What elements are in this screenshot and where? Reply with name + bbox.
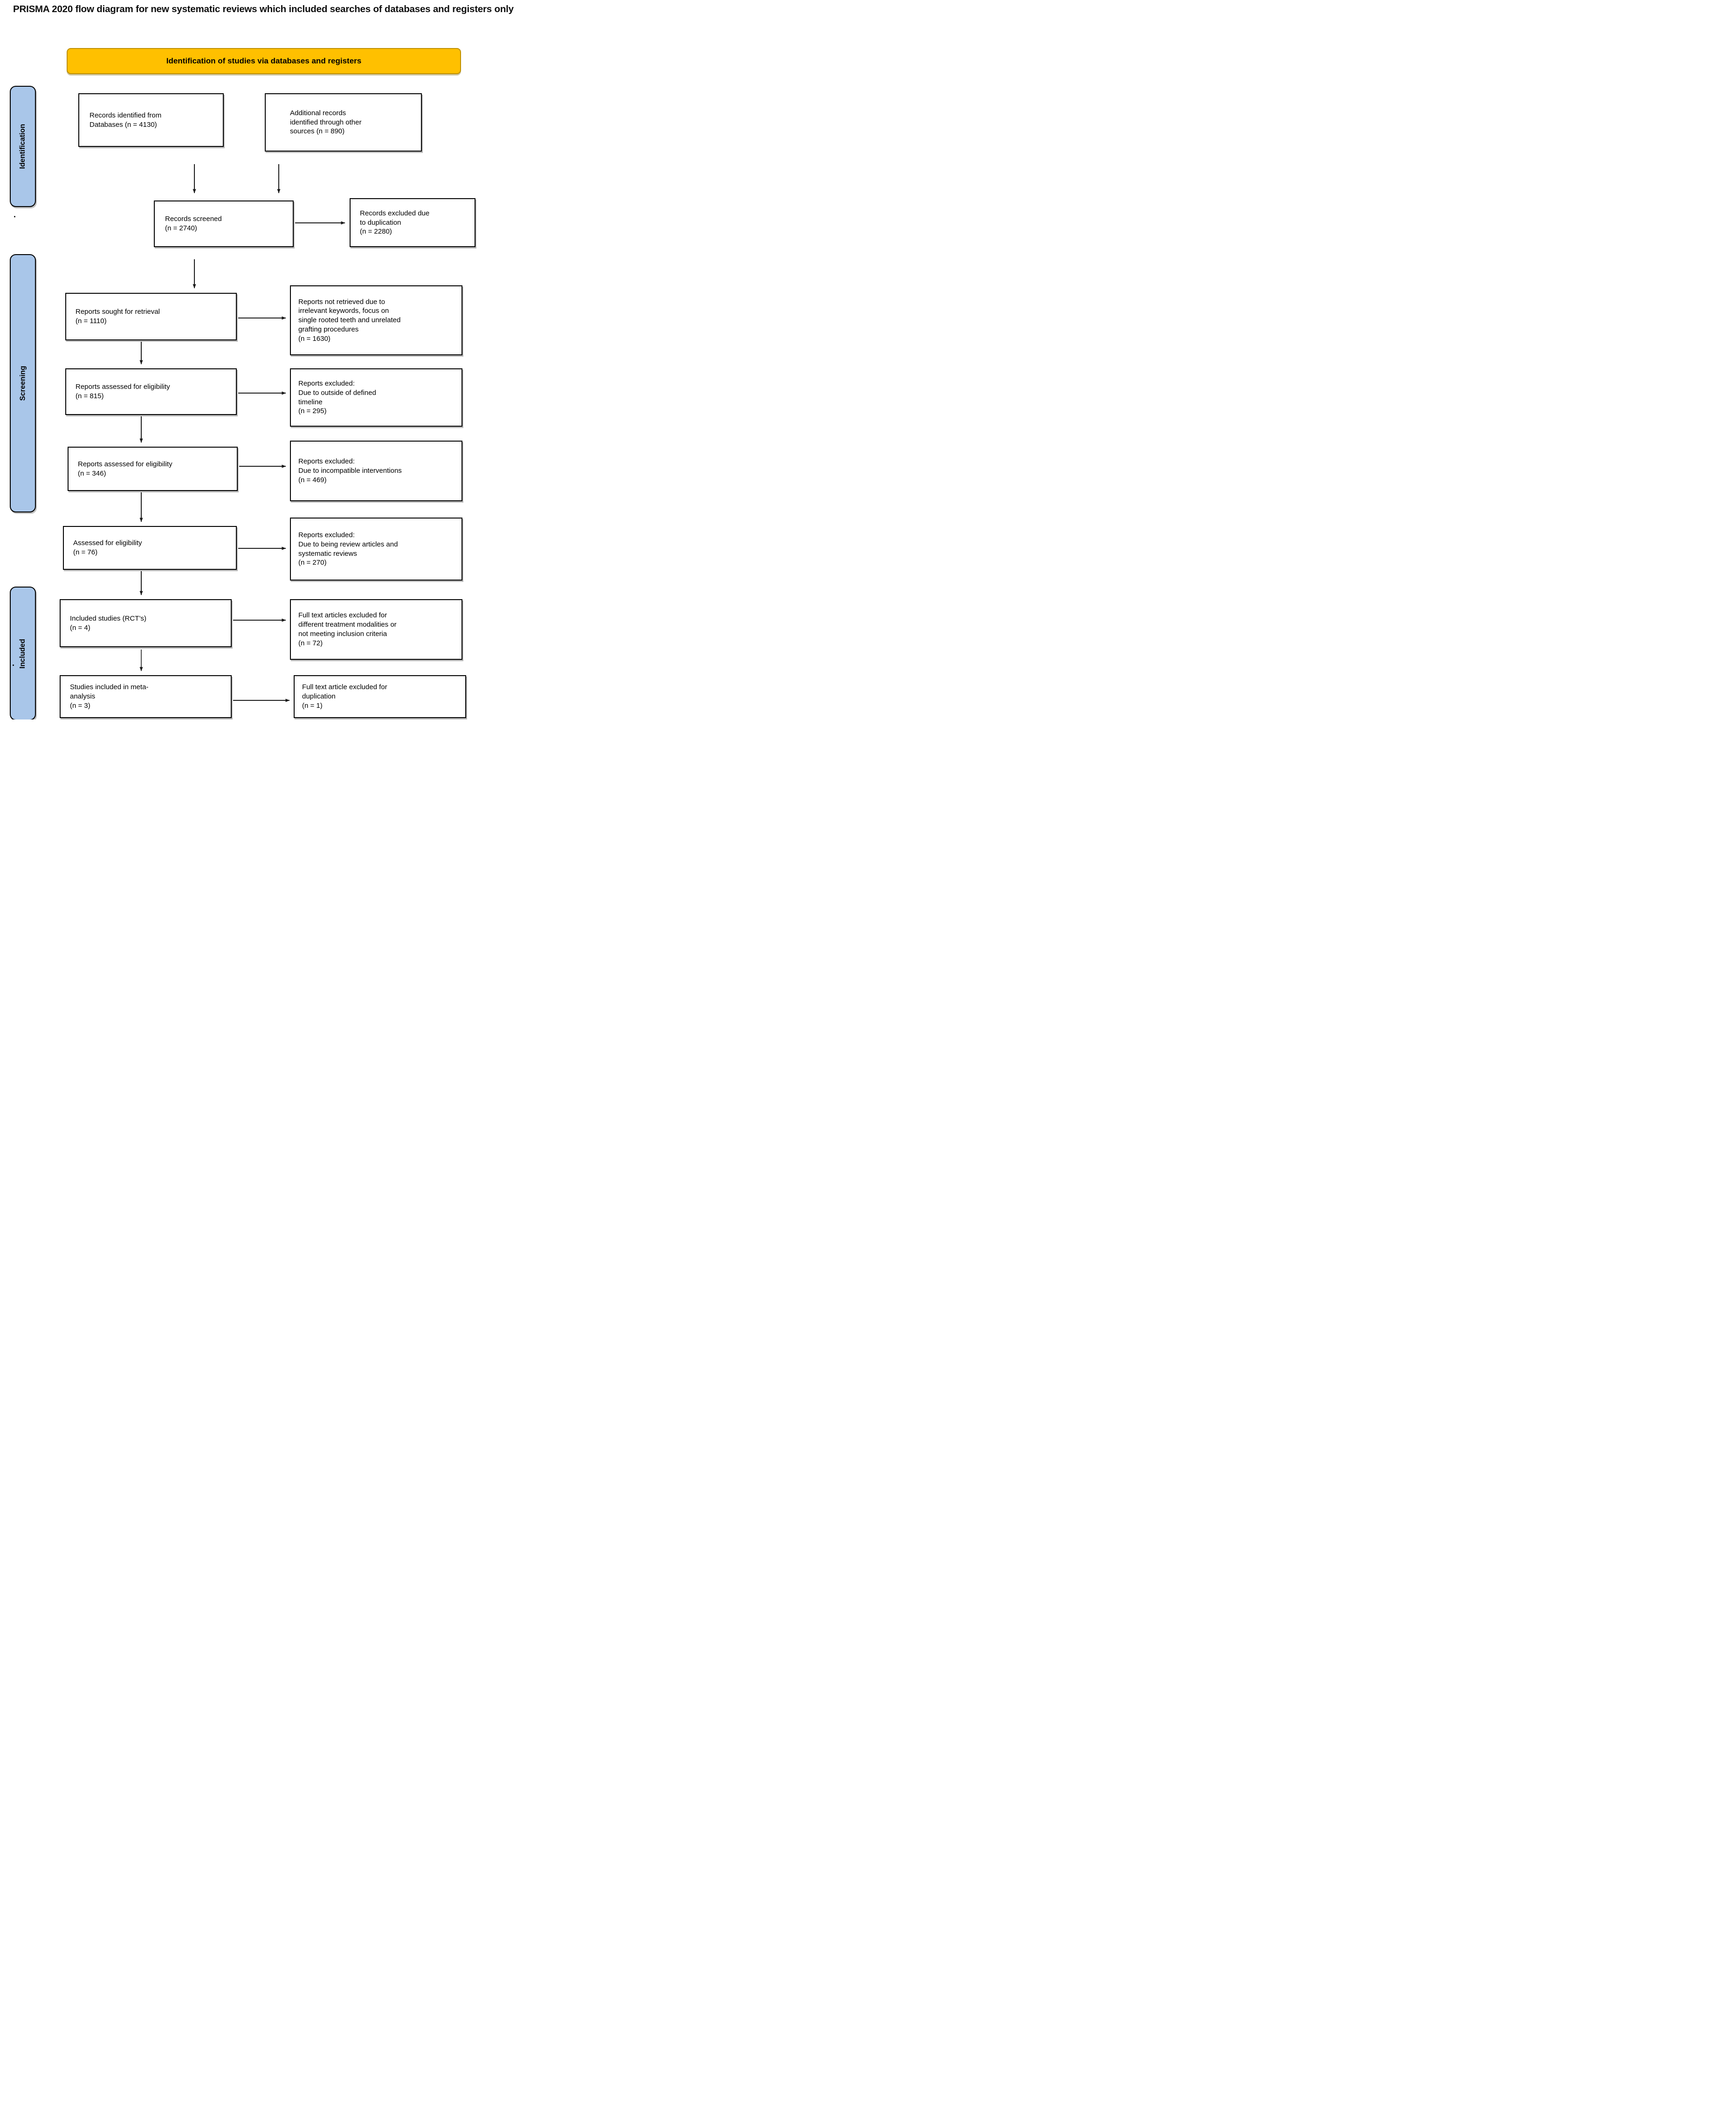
- box-assessed-eligibility-76: Assessed for eligibility (n = 76): [63, 526, 237, 570]
- box-included-studies-rct-text: Included studies (RCT’s) (n = 4): [70, 614, 146, 632]
- stage-label-screening: Screening: [10, 254, 36, 512]
- box-reports-assessed-815: Reports assessed for eligibility (n = 81…: [65, 368, 237, 415]
- box-reports-excluded-reviews-text: Reports excluded: Due to being review ar…: [298, 531, 398, 567]
- box-reports-assessed-346: Reports assessed for eligibility (n = 34…: [68, 447, 238, 491]
- banner-identification-of-studies: Identification of studies via databases …: [67, 48, 461, 74]
- box-additional-records-other-sources-text: Additional records identified through ot…: [290, 109, 362, 136]
- box-reports-not-retrieved: Reports not retrieved due to irrelevant …: [290, 285, 462, 355]
- box-fulltext-excluded-modalities: Full text articles excluded for differen…: [290, 599, 462, 660]
- box-included-studies-rct: Included studies (RCT’s) (n = 4): [60, 599, 232, 647]
- box-reports-excluded-interventions-text: Reports excluded: Due to incompatible in…: [298, 457, 402, 484]
- stage-label-included: Included: [10, 587, 36, 719]
- box-reports-sought-retrieval-text: Reports sought for retrieval (n = 1110): [76, 308, 160, 325]
- stage-label-included-text: Included: [19, 638, 27, 669]
- box-records-identified-databases-text: Records identified from Databases (n = 4…: [90, 111, 162, 129]
- stage-label-identification: Identification: [10, 86, 36, 207]
- box-records-identified-databases: Records identified from Databases (n = 4…: [78, 93, 224, 147]
- box-assessed-eligibility-76-text: Assessed for eligibility (n = 76): [73, 539, 142, 556]
- box-records-excluded-duplication-text: Records excluded due to duplication (n =…: [360, 209, 430, 236]
- box-studies-included-meta-analysis: Studies included in meta- analysis (n = …: [60, 675, 232, 718]
- page-title: PRISMA 2020 flow diagram for new systema…: [13, 4, 514, 14]
- box-fulltext-excluded-duplication: Full text article excluded for duplicati…: [294, 675, 466, 718]
- box-reports-excluded-timeline: Reports excluded: Due to outside of defi…: [290, 368, 462, 427]
- box-additional-records-other-sources: Additional records identified through ot…: [265, 93, 422, 152]
- box-reports-not-retrieved-text: Reports not retrieved due to irrelevant …: [298, 297, 401, 343]
- stray-period-bottom: .: [12, 658, 15, 668]
- banner-label: Identification of studies via databases …: [166, 56, 362, 65]
- box-fulltext-excluded-duplication-text: Full text article excluded for duplicati…: [302, 683, 387, 710]
- box-reports-excluded-timeline-text: Reports excluded: Due to outside of defi…: [298, 379, 376, 415]
- box-reports-assessed-815-text: Reports assessed for eligibility (n = 81…: [76, 383, 170, 400]
- box-reports-excluded-reviews: Reports excluded: Due to being review ar…: [290, 518, 462, 581]
- box-reports-assessed-346-text: Reports assessed for eligibility (n = 34…: [78, 460, 172, 477]
- prisma-flow-diagram: PRISMA 2020 flow diagram for new systema…: [0, 0, 588, 719]
- box-records-screened-text: Records screened (n = 2740): [165, 215, 222, 232]
- box-records-excluded-duplication: Records excluded due to duplication (n =…: [350, 198, 475, 247]
- stage-label-identification-text: Identification: [19, 124, 27, 169]
- box-fulltext-excluded-modalities-text: Full text articles excluded for differen…: [298, 611, 397, 647]
- box-records-screened: Records screened (n = 2740): [154, 201, 294, 247]
- stage-label-screening-text: Screening: [19, 366, 27, 401]
- box-reports-excluded-interventions: Reports excluded: Due to incompatible in…: [290, 441, 462, 501]
- box-reports-sought-retrieval: Reports sought for retrieval (n = 1110): [65, 293, 237, 340]
- stray-period-top: .: [14, 210, 16, 219]
- box-studies-included-meta-analysis-text: Studies included in meta- analysis (n = …: [70, 683, 149, 710]
